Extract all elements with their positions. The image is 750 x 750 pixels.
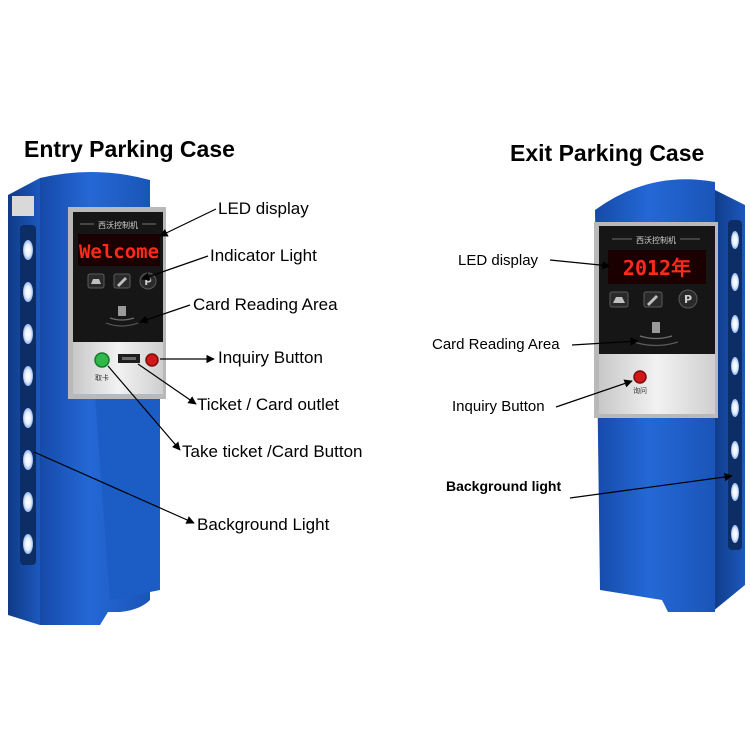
entry-light (23, 324, 33, 344)
exit-pointers (549, 259, 733, 499)
exit-title: Exit Parking Case (510, 140, 705, 166)
arrow-card-reading-area (139, 304, 191, 324)
label-exit-led-display: LED display (458, 252, 539, 269)
exit-led-display (608, 250, 706, 284)
car-icon-shape (613, 297, 625, 303)
entry-indicator-lights: P (87, 272, 157, 290)
parking-icon (678, 289, 698, 309)
exit-light (731, 315, 739, 333)
card-wave (639, 335, 673, 340)
exit-light (731, 441, 739, 459)
take-button-text: 取卡 (95, 373, 109, 382)
exit-light-strip (728, 220, 742, 550)
label-exit-card-reading-area: Card Reading Area (432, 336, 560, 353)
entry-light (23, 492, 33, 512)
entry-label-plate (12, 196, 34, 216)
exit-led-text: 2012年 (623, 256, 691, 280)
arrow-take-button (107, 365, 181, 451)
entry-light (23, 240, 33, 260)
entry-pointers (33, 208, 217, 524)
entry-cabinet: 西沃控制机 Welcome P 取卡 (8, 171, 166, 625)
label-indicator-light: Indicator Light (210, 246, 317, 265)
entry-inquiry-button[interactable] (145, 353, 159, 367)
exit-light (731, 357, 739, 375)
label-ticket-card-outlet: Ticket / Card outlet (197, 395, 340, 414)
card-icon-shape (117, 277, 127, 287)
exit-background-lights (731, 231, 739, 543)
entry-light (23, 534, 33, 554)
exit-screen-header: 西沃控制机 (636, 235, 676, 245)
entry-button-panel (73, 342, 163, 394)
card-wave (109, 317, 135, 321)
arrow-background-light (33, 451, 195, 524)
entry-title: Entry Parking Case (24, 136, 235, 162)
exit-light (731, 525, 739, 543)
entry-cabinet-lower (95, 395, 160, 600)
label-background-light: Background Light (197, 515, 330, 534)
parking-icon-glyph: P (684, 293, 692, 306)
card-reader-icon (118, 306, 126, 316)
entry-light (23, 282, 33, 302)
entry-light (23, 408, 33, 428)
ticket-slot (122, 357, 136, 360)
arrow-indicator-light (141, 255, 209, 281)
entry-card-reading-area (105, 306, 139, 327)
card-icon-shape (647, 295, 658, 306)
entry-light-strip (20, 225, 36, 565)
arrow-ticket-outlet (137, 363, 197, 405)
entry-screen-header: 西沃控制机 (98, 220, 138, 230)
exit-button-panel (599, 354, 715, 414)
exit-inquiry-button-text: 询问 (633, 386, 647, 395)
entry-light (23, 366, 33, 386)
entry-light (23, 450, 33, 470)
parking-icon-glyph: P (144, 277, 151, 288)
arrow-exit-card-reading-area (571, 337, 639, 346)
exit-light (731, 399, 739, 417)
exit-inquiry-button[interactable] (633, 370, 647, 384)
arrow-exit-led-display (549, 259, 611, 270)
label-card-reading-area: Card Reading Area (193, 295, 338, 314)
label-take-ticket-button: Take ticket /Card Button (182, 442, 363, 461)
label-inquiry-button: Inquiry Button (218, 348, 323, 367)
exit-light (731, 231, 739, 249)
entry-background-lights (23, 240, 33, 554)
label-exit-inquiry-button: Inquiry Button (452, 398, 545, 415)
exit-cabinet: 西沃控制机 2012年 P 询问 (594, 179, 745, 612)
arrow-exit-inquiry-button (555, 379, 633, 408)
entry-led-display (78, 234, 160, 266)
exit-light (731, 273, 739, 291)
card-wave (105, 322, 139, 327)
entry-led-text: Welcome (79, 241, 159, 263)
exit-indicator-lights: P (609, 289, 698, 309)
exit-screen (599, 226, 715, 354)
label-led-display: LED display (218, 199, 309, 218)
card-reader-icon (652, 322, 660, 333)
car-icon-shape (91, 279, 101, 284)
label-exit-background-light: Background light (446, 478, 562, 494)
take-ticket-button[interactable] (94, 352, 110, 368)
exit-light (731, 483, 739, 501)
arrow-exit-background-light (569, 472, 733, 499)
arrow-led-display (159, 208, 217, 237)
